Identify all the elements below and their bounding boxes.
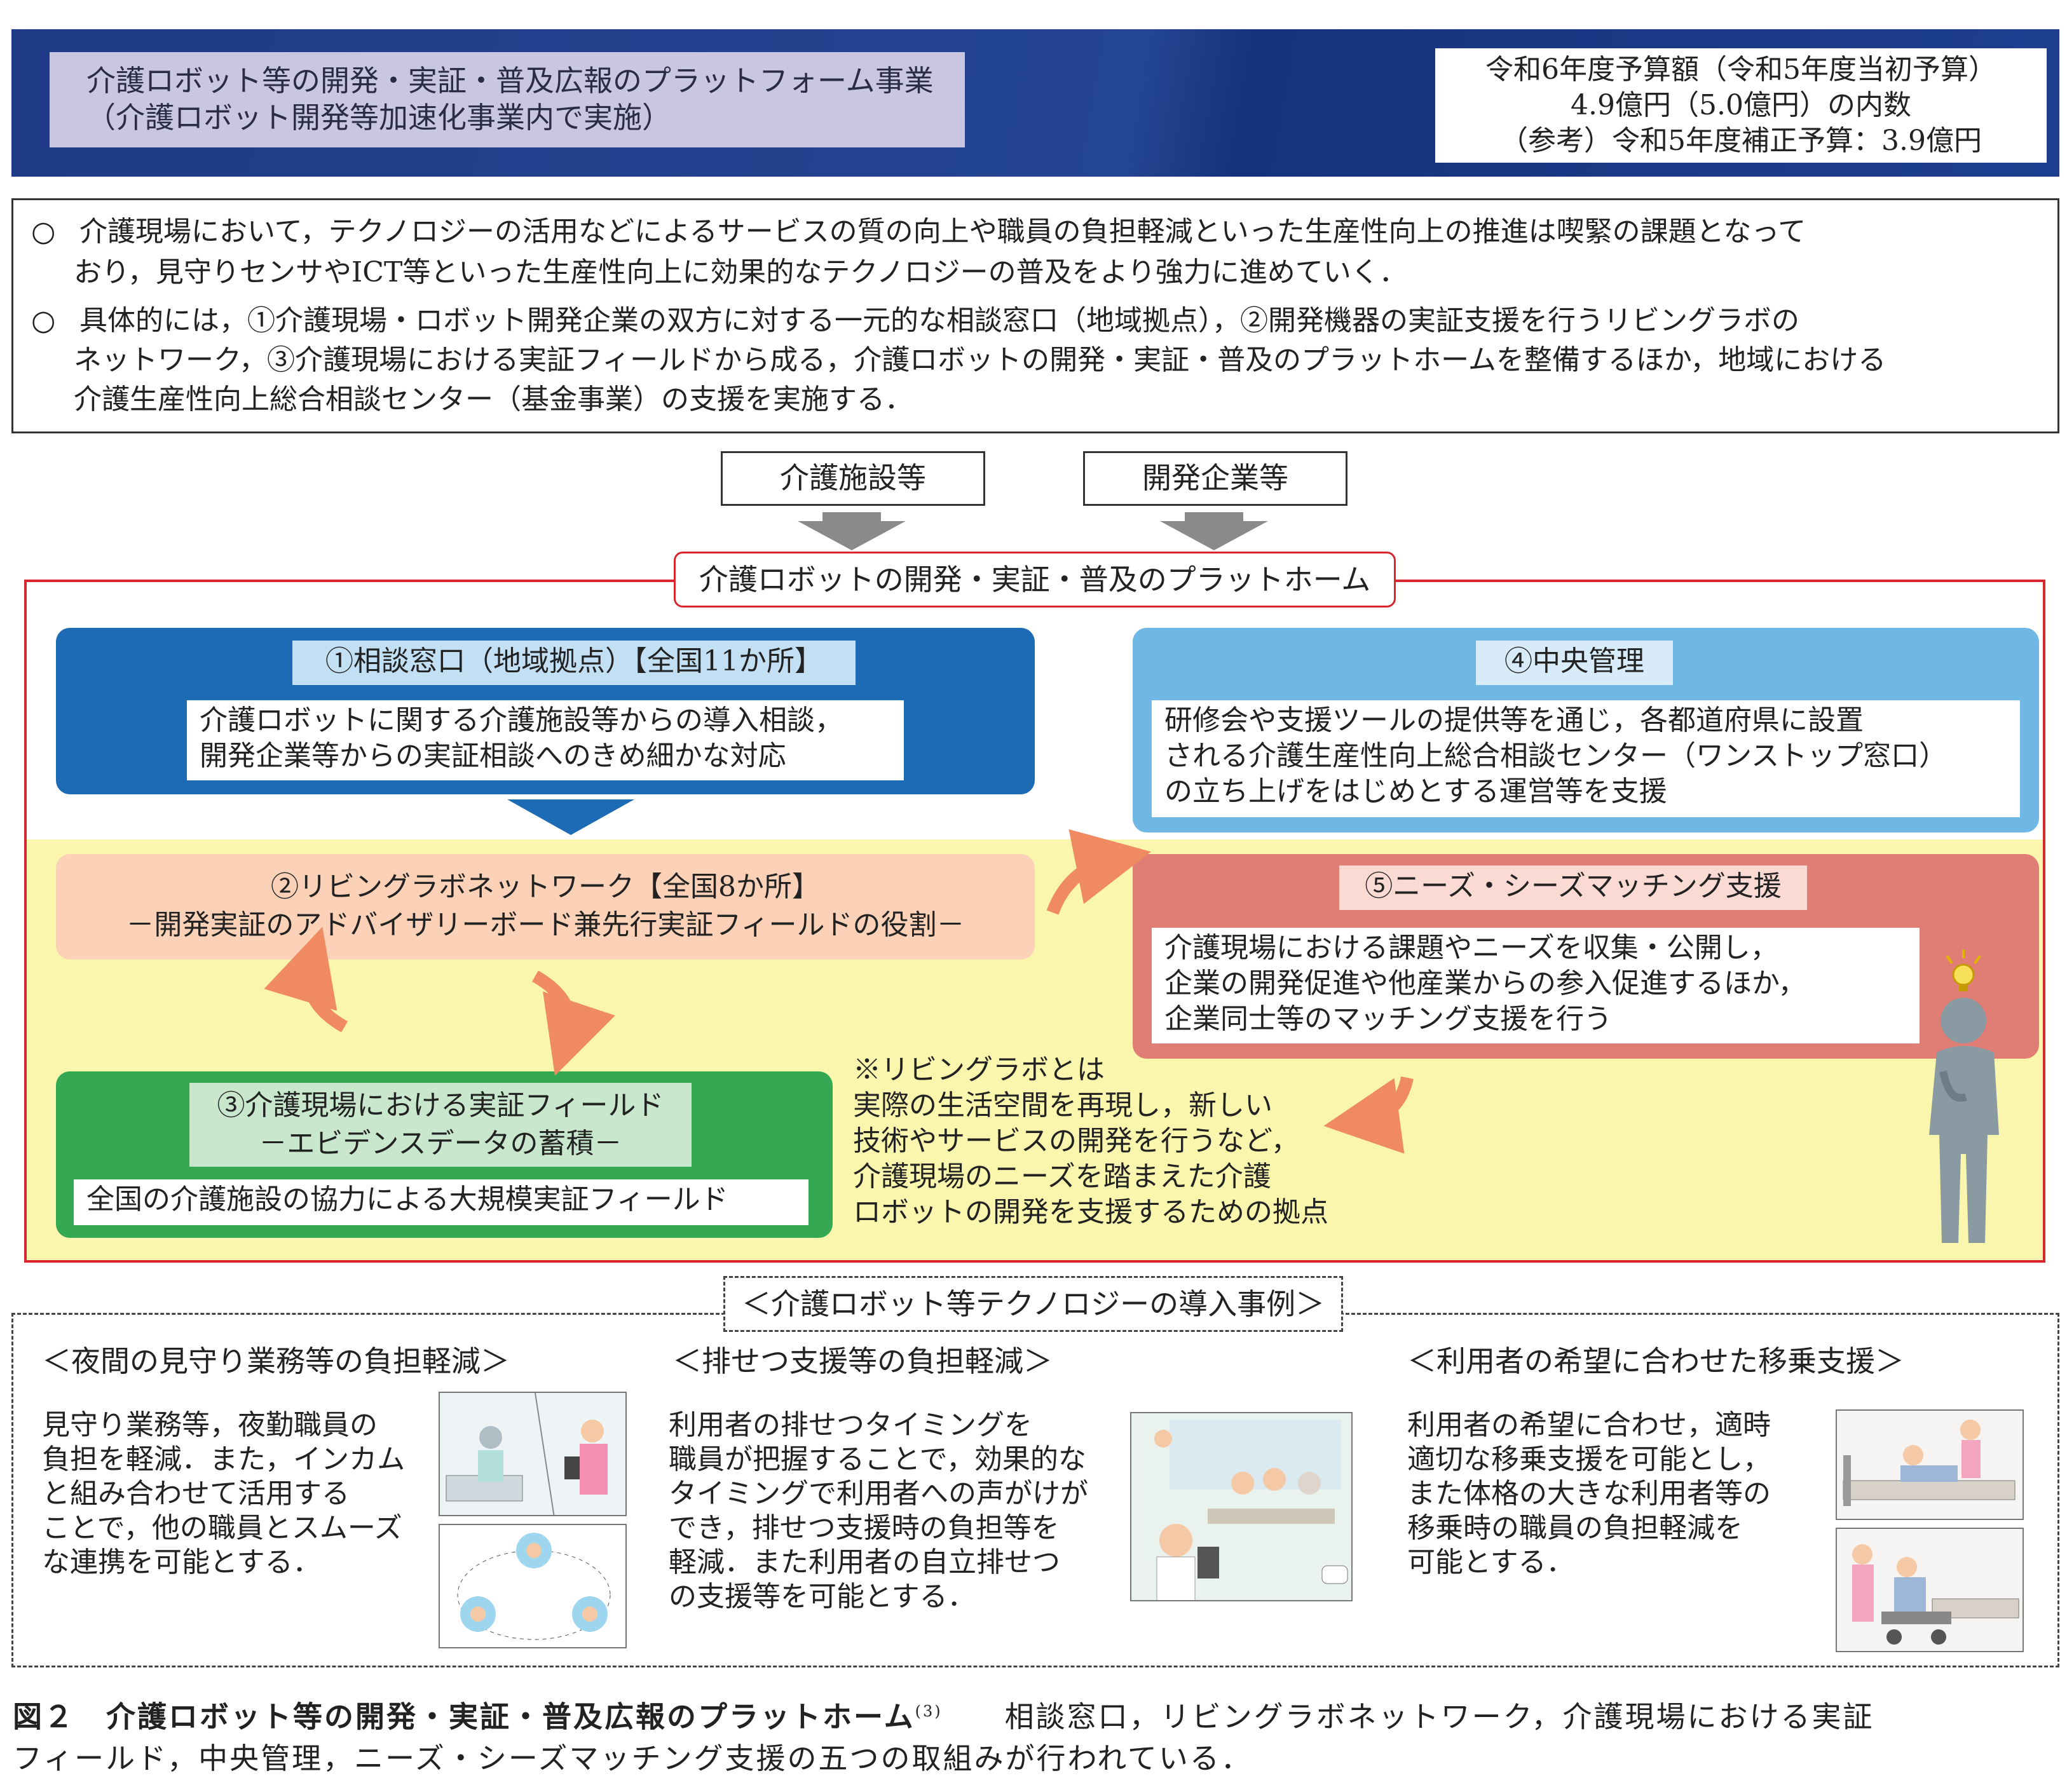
blue-down-arrow <box>507 799 634 835</box>
down-arrow-left <box>798 521 906 550</box>
illustration-excretion-support <box>1130 1412 1353 1601</box>
case-text-excretion: 利用者の排せつタイミングを 職員が把握することで，効果的な タイミングで利用者へ… <box>669 1409 1088 1613</box>
person-idea-icon <box>1929 949 1999 1243</box>
caption-figure-title: 図２ 介護ロボット等の開発・実証・普及広報のプラットホーム <box>13 1699 915 1734</box>
figure-caption: 図２ 介護ロボット等の開発・実証・普及広報のプラットホーム(3) 相談窓口，リビ… <box>13 1690 2059 1779</box>
illustration-transfer-lift <box>1836 1409 2024 1520</box>
caption-line2: フィールド，中央管理，ニーズ・シーズマッチング支援の五つの取組みが行われている． <box>13 1741 1252 1776</box>
box-demonstration-field-tag: ③介護現場における実証フィールド －エビデンスデータの蓄積－ <box>189 1083 692 1167</box>
cases-label: ＜介護ロボット等テクノロジーの導入事例＞ <box>723 1276 1343 1332</box>
header-title: 介護ロボット等の開発・実証・普及広報のプラットフォーム事業 （介護ロボット開発等… <box>50 52 965 147</box>
arrow-matching-to-note <box>1323 1076 1414 1154</box>
living-lab-note: ※リビングラボとは 実際の生活空間を再現し，新しい 技術やサービスの開発を行うな… <box>853 1054 1328 1228</box>
box-central-management-text: 研修会や支援ツールの提供等を通じ，各都道府県に設置 される介護生産性向上総合相談… <box>1152 700 2020 817</box>
box-needs-seeds-matching: ⑤ニーズ・シーズマッチング支援 介護現場における課題やニーズを収集・公開し， 企… <box>1133 854 2039 1059</box>
down-arrow-right <box>1160 521 1268 550</box>
platform-label: 介護ロボットの開発・実証・普及のプラットホーム <box>674 552 1396 608</box>
box-living-lab-network: ②リビングラボネットワーク【全国8か所】 －開発実証のアドバイザリーボード兼先行… <box>56 854 1035 960</box>
platform-frame: ①相談窓口（地域拠点）【全国11か所】 介護ロボットに関する介護施設等からの導入… <box>24 580 2045 1263</box>
illustration-transfer-chair <box>1836 1528 2024 1652</box>
source-care-facilities: 介護施設等 <box>721 451 985 506</box>
caption-line1: 相談窓口，リビングラボネットワーク，介護現場における実証 <box>942 1699 1874 1734</box>
caption-ref: (3) <box>915 1702 943 1720</box>
case-text-night-watch: 見守り業務等，夜勤職員の 負担を軽減．また，インカム と組み合わせて活用する こ… <box>42 1409 406 1578</box>
illustration-intercom <box>439 1524 627 1648</box>
header-budget: 令和6年度予算額（令和5年度当初予算） 4.9億円（5.0億円）の内数 （参考）… <box>1435 48 2047 163</box>
header-band: 介護ロボット等の開発・実証・普及広報のプラットフォーム事業 （介護ロボット開発等… <box>11 29 2059 177</box>
source-developers: 開発企業等 <box>1083 451 1347 506</box>
box-central-management-tag: ④中央管理 <box>1476 641 1673 685</box>
case-title-night-watch: ＜夜間の見守り業務等の負担軽減＞ <box>42 1344 510 1378</box>
box-consultation-text: 介護ロボットに関する介護施設等からの導入相談， 開発企業等からの実証相談へのきめ… <box>187 700 904 780</box>
box-central-management: ④中央管理 研修会や支援ツールの提供等を通じ，各都道府県に設置 される介護生産性… <box>1133 628 2039 832</box>
down-arrow-right-stem <box>1185 512 1243 521</box>
arrow-lab-to-field <box>531 970 615 1076</box>
box-consultation: ①相談窓口（地域拠点）【全国11か所】 介護ロボットに関する介護施設等からの導入… <box>56 628 1035 794</box>
box-demonstration-field-text: 全国の介護施設の協力による大規模実証フィールド <box>74 1179 808 1225</box>
box-demonstration-field: ③介護現場における実証フィールド －エビデンスデータの蓄積－ 全国の介護施設の協… <box>56 1071 833 1238</box>
illustration-watch-sensor <box>439 1392 627 1516</box>
box-needs-seeds-matching-text: 介護現場における課題やニーズを収集・公開し， 企業の開発促進や他産業からの参入促… <box>1152 928 1920 1043</box>
down-arrow-left-stem <box>822 512 881 521</box>
arrow-field-to-lab <box>264 927 348 1033</box>
case-title-excretion: ＜排せつ支援等の負担軽減＞ <box>672 1344 1053 1378</box>
box-needs-seeds-matching-tag: ⑤ニーズ・シーズマッチング支援 <box>1339 865 1807 910</box>
orange-arrows <box>264 829 1414 1154</box>
case-title-transfer: ＜利用者の希望に合わせた移乗支援＞ <box>1407 1344 1904 1378</box>
box-consultation-tag: ①相談窓口（地域拠点）【全国11か所】 <box>292 641 856 685</box>
intro-box: ○ 介護現場において，テクノロジーの活用などによるサービスの質の向上や職員の負担… <box>11 198 2059 433</box>
arrow-lab-to-matching <box>1046 829 1151 915</box>
case-text-transfer: 利用者の希望に合わせ，適時 適切な移乗支援を可能とし， また体格の大きな利用者等… <box>1407 1409 1771 1578</box>
